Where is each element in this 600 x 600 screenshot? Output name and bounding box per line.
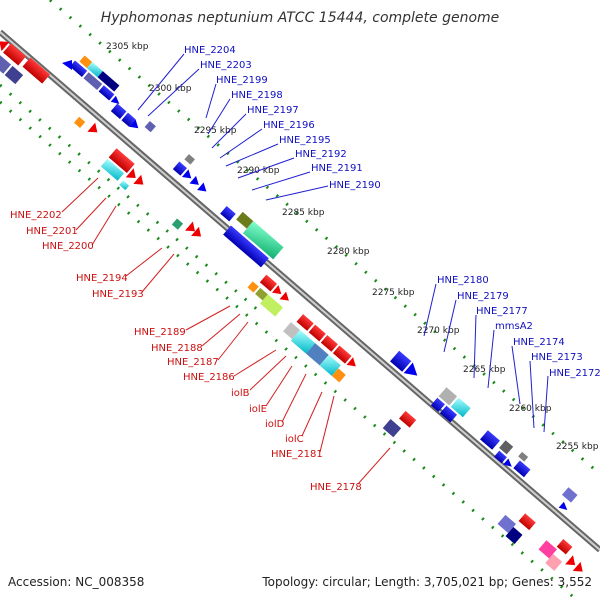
gene-block-2265 — [430, 387, 471, 423]
gene-label-hne-2195[interactable]: HNE_2195 — [279, 135, 331, 146]
gene-label-hne-2188[interactable]: HNE_2188 — [151, 343, 203, 354]
gene-label-iold[interactable]: iolD — [265, 419, 285, 430]
gene-block-2300 — [110, 103, 156, 133]
gene-block-2255 — [558, 487, 578, 510]
gene-label-hne-2200[interactable]: HNE_2200 — [42, 241, 94, 252]
gene-label-hne-2196[interactable]: HNE_2196 — [263, 120, 315, 131]
genome-backbone — [0, 29, 600, 553]
kbp-label-2265: 2265 kbp — [463, 365, 506, 375]
gene-block-corner — [538, 538, 583, 572]
gene-arrow-2204 — [62, 60, 72, 70]
gene-label-hne-2177[interactable]: HNE_2177 — [476, 306, 528, 317]
kbp-label-2275: 2275 kbp — [372, 288, 415, 298]
reverse-strand-genes — [0, 41, 583, 572]
gene-block-2189 — [247, 274, 289, 317]
gene-block-2178 — [382, 410, 417, 438]
gene-label-iole[interactable]: iolE — [249, 404, 267, 415]
gene-label-hne-2193[interactable]: HNE_2193 — [92, 289, 144, 300]
scale-track-outer — [49, 0, 600, 476]
gene-label-hne-2194[interactable]: HNE_2194 — [76, 273, 128, 284]
kbp-label-2255: 2255 kbp — [556, 442, 599, 452]
gene-label-iolc[interactable]: iolC — [285, 434, 304, 445]
kbp-label-2305: 2305 kbp — [106, 42, 149, 52]
gene-label-hne-2190[interactable]: HNE_2190 — [329, 180, 381, 191]
gene-block-2290 — [172, 161, 207, 192]
kbp-label-2270: 2270 kbp — [417, 326, 460, 336]
gene-block-2194 — [171, 218, 202, 237]
kbp-label-2300: 2300 kbp — [149, 84, 192, 94]
gene-block-left-top — [0, 41, 51, 85]
map-title: Hyphomonas neptunium ATCC 15444, complet… — [101, 10, 500, 26]
gene-label-hne-2187[interactable]: HNE_2187 — [167, 357, 219, 368]
gene-label-hne-2191[interactable]: HNE_2191 — [311, 163, 363, 174]
kbp-label-2280: 2280 kbp — [327, 247, 370, 257]
gene-label-hne-2186[interactable]: HNE_2186 — [183, 372, 235, 383]
gene-label-hne-2189[interactable]: HNE_2189 — [134, 327, 186, 338]
gene-block-2202 — [73, 116, 98, 133]
gene-block-2270 — [390, 350, 418, 376]
right-gene-labels: HNE_2180 HNE_2179 HNE_2177 mmsA2 HNE_217… — [423, 275, 600, 433]
left-gene-labels: HNE_2202 HNE_2201 HNE_2200 HNE_2194 HNE_… — [10, 177, 391, 493]
gene-label-hne-2204[interactable]: HNE_2204 — [184, 45, 236, 56]
gene-label-hne-2174[interactable]: HNE_2174 — [513, 337, 565, 348]
forward-strand-genes — [62, 55, 578, 510]
gene-label-hne-2179[interactable]: HNE_2179 — [457, 291, 509, 302]
gene-label-hne-2173[interactable]: HNE_2173 — [531, 352, 583, 363]
gene-label-iolb[interactable]: iolB — [231, 388, 250, 399]
gene-label-hne-2201[interactable]: HNE_2201 — [26, 226, 78, 237]
gene-label-hne-2198[interactable]: HNE_2198 — [231, 90, 283, 101]
scale-track-inner-top — [0, 83, 261, 314]
accession-text: Accession: NC_008358 — [8, 575, 144, 589]
gene-block-2305 — [69, 55, 120, 104]
topology-text: Topology: circular; Length: 3,705,021 bp… — [261, 575, 592, 589]
gene-block-2260 — [480, 430, 531, 478]
kbp-labels: 2305 kbp 2300 kbp 2295 kbp 2290 kbp 2285… — [106, 42, 599, 452]
gene-label-hne-2199[interactable]: HNE_2199 — [216, 75, 268, 86]
kbp-label-2260: 2260 kbp — [509, 404, 552, 414]
gene-label-hne-2203[interactable]: HNE_2203 — [200, 60, 252, 71]
gene-block-iolB — [283, 314, 356, 383]
gene-label-hne-2197[interactable]: HNE_2197 — [247, 105, 299, 116]
gene-block-right-bottom — [497, 513, 536, 544]
gene-block-2285 — [220, 206, 284, 268]
gene-label-hne-2202[interactable]: HNE_2202 — [10, 210, 62, 221]
gene-label-hne-2192[interactable]: HNE_2192 — [295, 149, 347, 160]
gene-label-hne-2180[interactable]: HNE_2180 — [437, 275, 489, 286]
gene-block-2201 — [100, 148, 144, 191]
kbp-label-2295: 2295 kbp — [194, 126, 237, 136]
gene-label-hne-2178[interactable]: HNE_2178 — [310, 482, 362, 493]
kbp-label-2285: 2285 kbp — [282, 208, 325, 218]
gene-label-hne-2181[interactable]: HNE_2181 — [271, 449, 323, 460]
top-gene-labels: HNE_2204 HNE_2203 HNE_2199 HNE_2198 HNE_… — [137, 45, 381, 201]
gene-gray-2195 — [184, 154, 195, 165]
gene-label-hne-2172[interactable]: HNE_2172 — [549, 368, 600, 379]
gene-label-mmsa2[interactable]: mmsA2 — [495, 321, 533, 332]
